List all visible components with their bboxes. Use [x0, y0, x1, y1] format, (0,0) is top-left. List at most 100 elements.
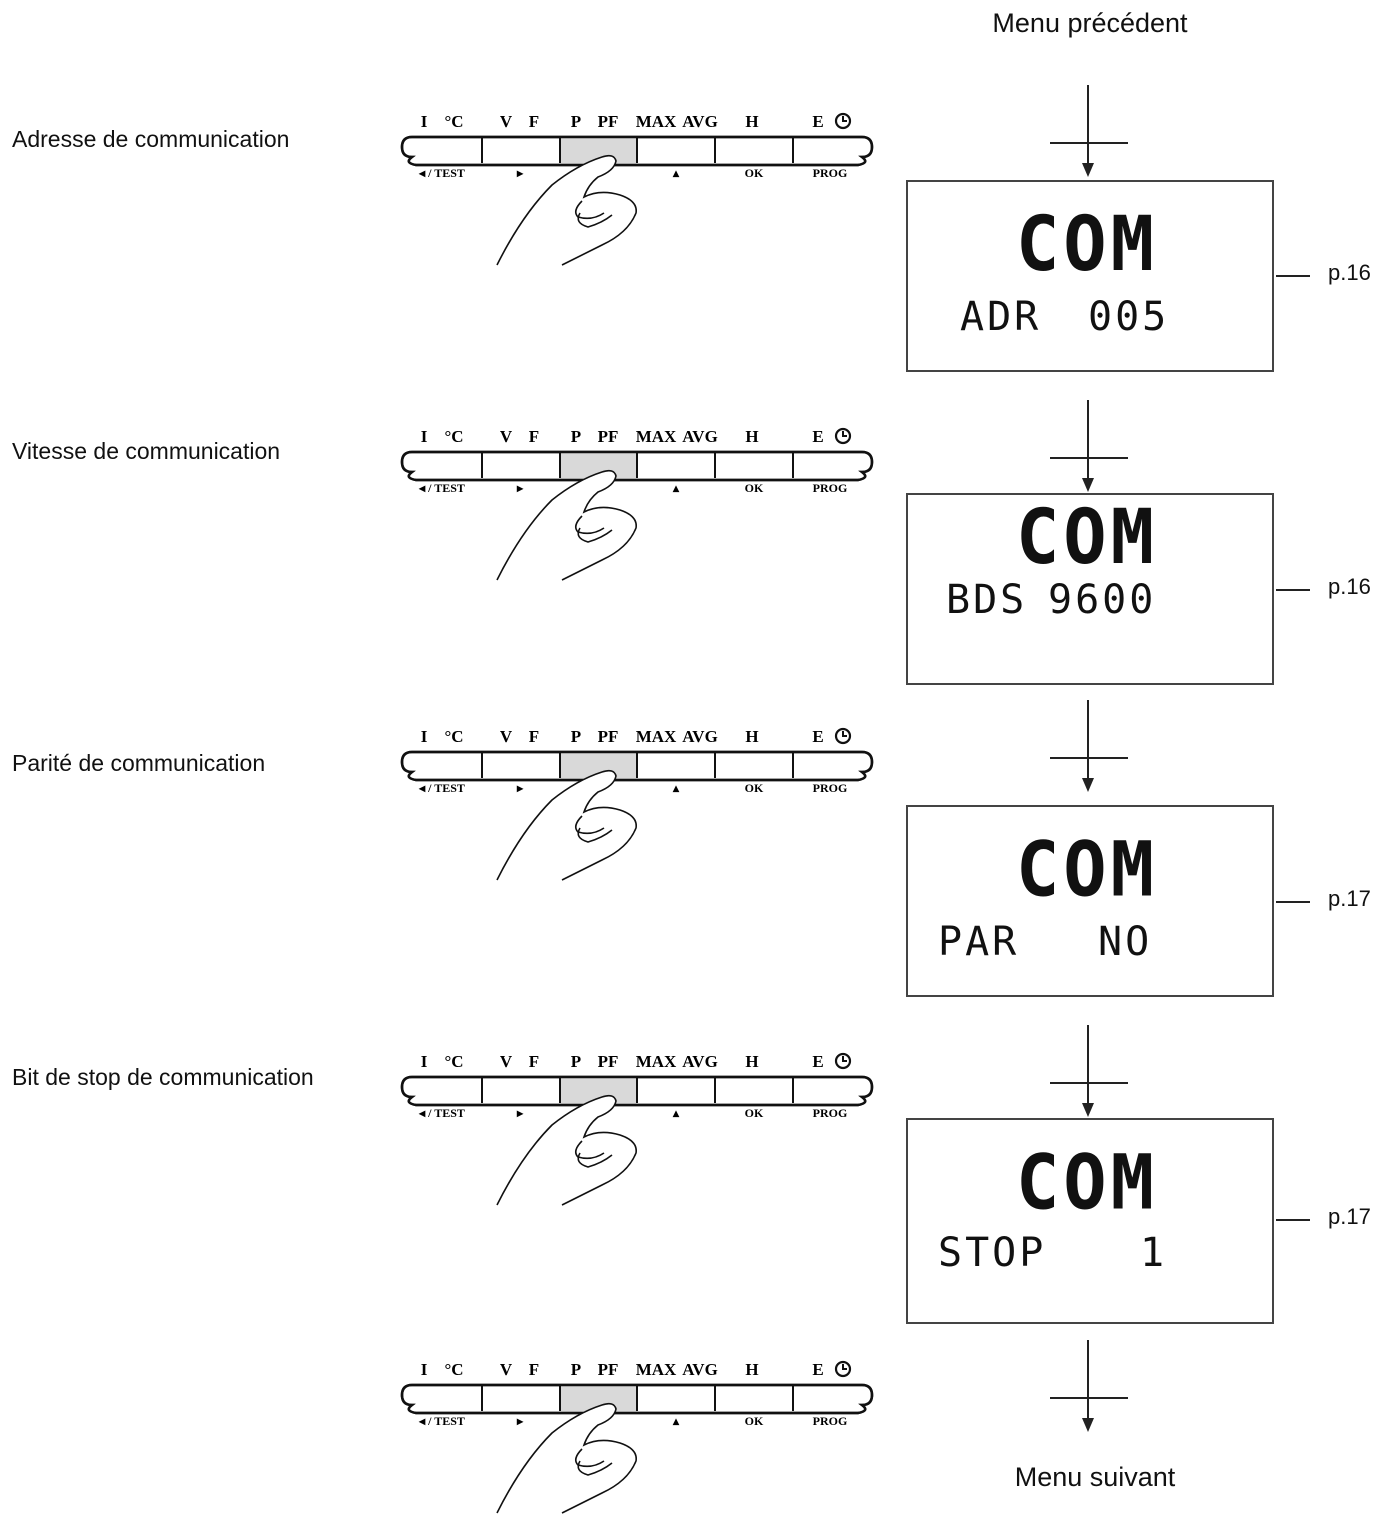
key-label: PF [598, 427, 619, 446]
key-label: °C [444, 727, 463, 746]
page-ref: p.16 [1328, 260, 1371, 285]
pressing-hand-icon [496, 1402, 637, 1514]
key-label: E [812, 112, 823, 131]
key-sublabel: PROG [813, 1414, 848, 1428]
lcd-screen: COM ADR 005 [906, 180, 1274, 372]
clock-icon [834, 1360, 852, 1378]
key-label: MAX [636, 727, 677, 746]
key-label: H [745, 427, 758, 446]
key-label: AVG [682, 112, 718, 131]
lcd-sub-left: ADR [960, 294, 1042, 340]
key-label: P [571, 112, 581, 131]
page-ref-connector [1276, 589, 1310, 591]
lcd-screen: COM PAR NO [906, 805, 1274, 997]
key-sublabel: ▴ [672, 481, 680, 495]
key-sublabel: ▸ [516, 1414, 524, 1428]
key-sublabel: ▴ [672, 1414, 680, 1428]
down-arrow [1050, 1025, 1128, 1117]
key-sublabel: ▴ [672, 1106, 680, 1120]
page-ref: p.16 [1328, 574, 1371, 599]
step-label-address: Adresse de communication [12, 126, 290, 152]
clock-icon [834, 427, 852, 445]
key-label: F [529, 112, 539, 131]
key-label: F [529, 1052, 539, 1071]
key-label: H [745, 727, 758, 746]
key-sublabel: ▸ [516, 781, 524, 795]
key-sublabel: PROG [813, 166, 848, 180]
step-label-parity: Parité de communication [12, 750, 266, 776]
key-sublabel: ◂ / TEST [418, 481, 465, 495]
key-label: °C [444, 1360, 463, 1379]
key-label: °C [444, 427, 463, 446]
down-arrow [1050, 1340, 1128, 1432]
key-label: MAX [636, 1052, 677, 1071]
key-label: °C [444, 1052, 463, 1071]
lcd-screen: COM STOP 1 [906, 1118, 1274, 1324]
key-label: E [812, 727, 823, 746]
key-label: H [745, 1052, 758, 1071]
step-label-baud: Vitesse de communication [12, 438, 281, 464]
key-label: V [500, 427, 513, 446]
key-label: F [529, 427, 539, 446]
page-ref: p.17 [1328, 886, 1371, 911]
lcd-sub-right: 005 [1088, 294, 1170, 340]
key-label: H [745, 112, 758, 131]
lcd-sub-right: 1 [1140, 1230, 1168, 1276]
key-label: I [421, 1360, 428, 1379]
key-sublabel: ◂ / TEST [418, 781, 465, 795]
key-label: I [421, 1052, 428, 1071]
key-sublabel: ◂ / TEST [418, 166, 465, 180]
clock-icon [834, 112, 852, 130]
key-label: E [812, 427, 823, 446]
key-sublabel: OK [745, 481, 764, 495]
key-label: I [421, 727, 428, 746]
key-sublabel: ◂ / TEST [418, 1106, 465, 1120]
key-label: °C [444, 112, 463, 131]
key-sublabel: ▴ [672, 166, 680, 180]
lcd-main-text: COM [1015, 492, 1158, 582]
key-label: MAX [636, 112, 677, 131]
page-ref: p.17 [1328, 1204, 1371, 1229]
key-sublabel: ▸ [516, 481, 524, 495]
next-menu-heading: Menu suivant [1014, 1462, 1176, 1492]
key-sublabel: OK [745, 1106, 764, 1120]
key-sublabel: ▸ [516, 1106, 524, 1120]
key-label: MAX [636, 427, 677, 446]
page-ref-connector [1276, 1219, 1310, 1221]
key-sublabel: ▴ [672, 781, 680, 795]
key-label: PF [598, 1052, 619, 1071]
key-label: PF [598, 727, 619, 746]
pressing-hand-icon [496, 1094, 637, 1206]
step-label-stop-bit: Bit de stop de communication [12, 1064, 314, 1090]
key-label: F [529, 1360, 539, 1379]
key-label: AVG [682, 727, 718, 746]
key-label: AVG [682, 1052, 718, 1071]
key-label: V [500, 1052, 513, 1071]
key-label: PF [598, 1360, 619, 1379]
page-ref-connector [1276, 901, 1310, 903]
previous-menu-heading: Menu précédent [992, 8, 1188, 38]
lcd-sub-left: STOP [938, 1230, 1047, 1276]
key-sublabel: PROG [813, 781, 848, 795]
key-label: E [812, 1360, 823, 1379]
lcd-sub-left: BDS [946, 577, 1028, 623]
clock-icon [834, 727, 852, 745]
key-sublabel: ◂ / TEST [418, 1414, 465, 1428]
key-label: E [812, 1052, 823, 1071]
key-label: H [745, 1360, 758, 1379]
down-arrow [1050, 700, 1128, 792]
key-sublabel: OK [745, 781, 764, 795]
pressing-hand-icon [496, 469, 637, 581]
lcd-sub-right: NO [1098, 919, 1153, 965]
key-label: P [571, 727, 581, 746]
key-label: V [500, 112, 513, 131]
lcd-sub-left: PAR [938, 919, 1020, 965]
key-sublabel: OK [745, 1414, 764, 1428]
lcd-main-text: COM [1015, 1137, 1158, 1227]
